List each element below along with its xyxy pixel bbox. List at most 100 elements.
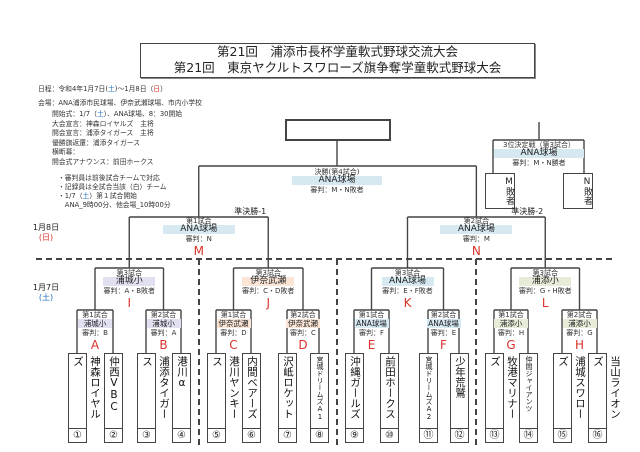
semi-final-referee: 審判：M [462,235,490,243]
team-name: 沖縄ガールズ [349,356,361,419]
quarter-final-venue: ANA球場 [381,277,434,286]
first-round-match-letter: A [90,338,100,352]
quarter-final-venue: 浦城小 [103,277,156,286]
team-name: 仲西VBC [108,356,120,413]
info-line: 大会宣言：神森ロイヤルズ 主将 [52,120,182,130]
first-round-match-venue: 伊奈武瀬 [216,319,251,328]
info-text: 大会宣言：神森ロイヤルズ 主将 [52,119,154,128]
saturday: 土 [96,110,104,118]
quarter-final-label: 第3試合 [116,269,142,277]
info-text: 開会式アナウンス：前田ホークス [52,157,154,166]
quarter-final-venue: 浦添小 [519,277,572,286]
quarter-final-letter: K [403,296,412,310]
champion-box [285,119,391,141]
first-round-match-letter: D [298,338,308,352]
semi-final-letter: N [471,244,481,258]
first-round-match-label: 第2試合 [290,311,316,319]
first-round-match-label: 第1試合 [498,311,524,319]
team-name: 浦添タイガース [141,356,170,419]
first-round-match-letter: G [506,338,516,352]
schedule-text: ） [160,85,167,93]
first-round-match-letter: C [229,338,238,352]
team-name: 港川α [176,356,188,389]
team-entry: 港川α ④ [172,353,191,443]
team-name: 当山ライオンズ [592,356,621,419]
quarter-final-referee: 審判：A・B敗者 [103,287,156,295]
semi-final-venue: ANA球場 [440,225,513,234]
ceremony-info: 開始式：1/7（土）、ANA球場、8：30開始大会宣言：神森ロイヤルズ 主将開会… [52,110,182,168]
date-label: 1月7日 [32,283,60,292]
info-line: ・1/7（土）第１試合開始 [58,192,171,201]
first-round-match-label: 第1試合 [358,311,385,319]
team-name: 浦城スワローズ [557,356,586,419]
info-text: ・審判員は前後試合チームで対応 [58,174,160,182]
team-number: ⑧ [311,428,328,442]
first-round-match-venue: 浦城小 [146,319,181,328]
final-referee: 審判：M・N敗者 [310,186,364,194]
first-round-match-referee: 審判：H [497,329,525,337]
team-number: ① [69,428,86,442]
notes: ・審判員は前後試合チームで対応・記録員は全試合当該（白）チーム・1/7（土）第１… [58,174,171,210]
info-text: 開始式：1/7（ [52,110,97,118]
info-line: ・審判員は前後試合チームで対応 [58,174,171,183]
dow-label: (土) [38,293,54,302]
date-label: 1月8日 [32,223,60,232]
team-name: 宮城ドリームズA2 [425,356,433,421]
team-entry: 神森ロイヤルズ ① [68,353,101,443]
info-text: ）第１試合開始 [89,192,137,200]
quarter-final-label: 第3試合 [394,269,421,277]
team-number: ⑥ [243,428,260,442]
venue-info: 会場：ANA浦添市民球場、伊奈武瀬球場、市内小学校 [38,99,202,107]
team-name: 神森ロイヤルズ [72,356,101,419]
third-place-right: N敗者 [563,173,593,209]
first-round-match-letter: E [367,338,376,352]
final-venue: ANA球場 [292,176,382,185]
schedule-text: 日程：令和4年1月7日( [38,85,108,93]
semi-final-referee: 審判：N [185,235,212,243]
first-round-match-referee: 審判：A [150,329,177,337]
title-line-2: 第21回 東京ヤクルトスワローズ旗争奪学童軟式野球大会 [173,60,502,75]
team-number: ⑦ [279,428,296,442]
team-number: ② [105,428,122,442]
third-place-referee: 審判：M・N勝者 [512,159,566,167]
first-round-match-venue: 浦添小 [562,319,597,328]
team-name: 前田ホークス [384,356,396,419]
team-name: 牧港マリナーズ [489,356,518,419]
title-line-1: 第21回 浦添市長杯学童軟式野球交流大会 [217,44,458,59]
team-entry: 仲西VBC ② [104,353,123,443]
first-round-match-label: 第2試合 [150,311,177,319]
first-round-match-venue: ANA球場 [426,319,461,328]
first-round-match-venue: 浦城小 [78,319,112,328]
team-name: 少年荒鷲 [454,356,466,398]
final-label: 決勝(第4試合) [314,168,360,176]
info-line: ・記録員は全試合当該（白）チーム [58,183,171,192]
semi-final-round-label: 準決勝-1 [234,207,267,216]
quarter-final-referee: 審判：E・F敗者 [382,287,433,295]
team-entry: 浦城スワローズ ⑮ [553,353,586,443]
saturday: 土 [82,192,90,200]
first-round-match-label: 第1試合 [82,311,108,319]
tournament-title: 第21回 浦添市長杯学童軟式野球交流大会 第21回 東京ヤクルトスワローズ旗争奪… [140,43,535,78]
third-place-venue: ANA球場 [494,149,584,158]
info-line: 優勝旗返還：浦添タイガース [52,139,182,149]
info-line: 開会式アナウンス：前田ホークス [52,158,182,168]
info-line: ANA_9時00分、他会場_10時00分 [58,201,171,210]
info-text: ANA_9時00分、他会場_10時00分 [58,201,171,209]
first-round-match-referee: 審判：E [430,329,457,337]
quarter-final-referee: 審判：G・H敗者 [518,287,572,295]
team-number: ⑮ [554,428,571,442]
team-number: ④ [173,428,190,442]
first-round-match-venue: 伊奈武瀬 [286,319,320,328]
